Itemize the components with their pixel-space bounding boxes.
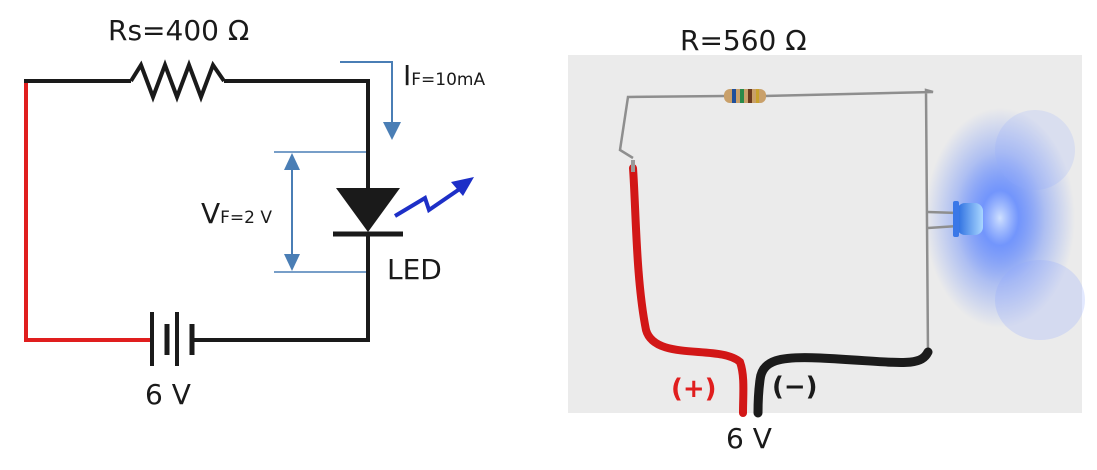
light-arrow-head <box>451 177 474 196</box>
photo-resistor-label: R=560 Ω <box>680 24 807 57</box>
light-emission-arrow <box>393 184 466 218</box>
led-glow <box>925 108 1075 328</box>
red-wire <box>629 164 748 417</box>
schematic-resistor-label: Rs=400 Ω <box>108 14 250 47</box>
current-guide-line <box>340 61 393 130</box>
schematic-battery-label: 6 V <box>145 378 191 411</box>
photo-battery-label: 6 V <box>726 422 772 455</box>
positive-terminal-label: (+) <box>671 374 717 404</box>
voltage-label: VF=2 V <box>201 200 272 228</box>
voltage-label-symbol: V <box>201 197 221 230</box>
current-label: IF=10mA <box>403 62 485 90</box>
top-wire-right <box>224 79 370 188</box>
photo-resistor <box>724 89 766 103</box>
voltage-arrow-top <box>284 153 300 170</box>
positive-wire <box>24 81 152 342</box>
current-arrow-head <box>383 122 401 140</box>
black-wire <box>753 347 933 418</box>
top-lead-wire <box>763 88 934 356</box>
resistor-lead-wire <box>618 94 727 160</box>
led-diode-symbol <box>336 188 400 232</box>
current-label-symbol: I <box>403 59 412 92</box>
voltage-label-subscript: F=2 V <box>220 208 273 228</box>
led-label: LED <box>387 253 442 286</box>
voltage-arrow-bottom <box>284 254 300 271</box>
current-label-subscript: F=10mA <box>411 70 486 90</box>
right-lower-wire <box>192 234 370 342</box>
negative-terminal-label: (−) <box>772 372 818 402</box>
photo-led <box>957 203 983 235</box>
schematic <box>24 59 474 366</box>
resistor-symbol <box>129 59 226 103</box>
circuit-photo <box>568 55 1085 418</box>
